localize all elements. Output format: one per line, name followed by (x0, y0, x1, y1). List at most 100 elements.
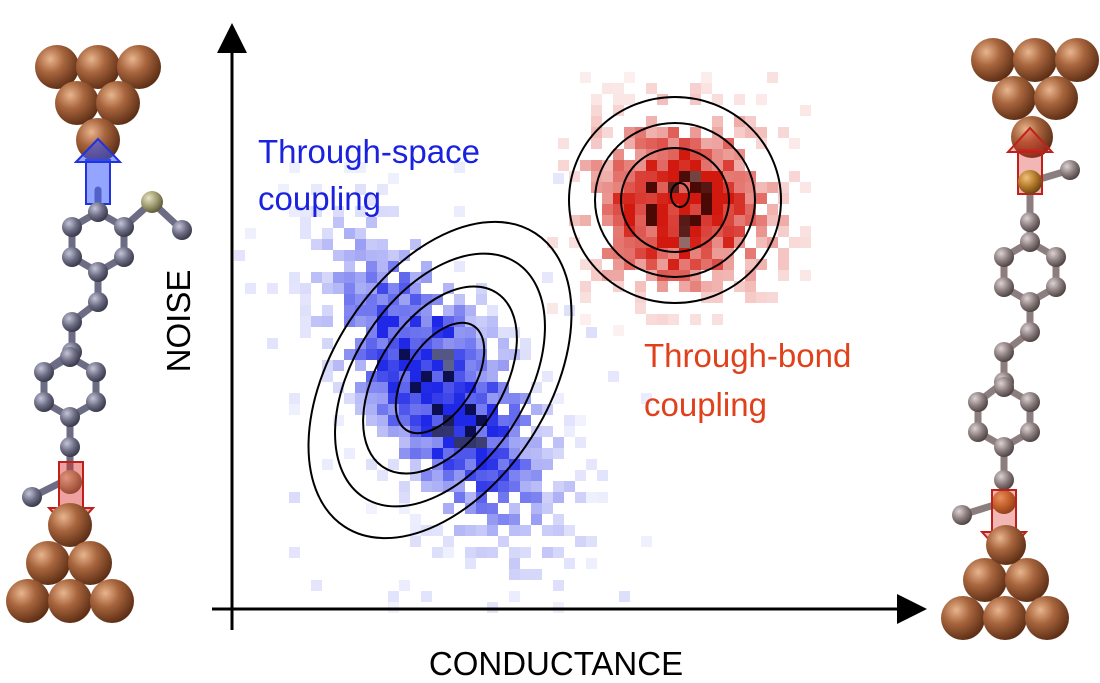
heatmap-cell (487, 514, 498, 525)
heatmap-cell (399, 415, 410, 426)
heatmap-cell (624, 138, 635, 149)
heatmap-cell (723, 149, 734, 160)
heatmap-cell (701, 259, 712, 270)
heatmap-cell (366, 415, 377, 426)
heatmap-cell (745, 215, 756, 226)
heatmap-cell (613, 325, 624, 336)
heatmap-cell (355, 360, 366, 371)
heatmap-cell (410, 415, 421, 426)
heatmap-cell (734, 127, 745, 138)
heatmap-cell (410, 305, 421, 316)
heatmap-cell (498, 393, 509, 404)
heatmap-cell (432, 547, 443, 558)
heatmap-cell (690, 314, 701, 325)
heatmap-cell (344, 272, 355, 283)
heatmap-cell (635, 138, 646, 149)
heatmap-cell (613, 160, 624, 171)
heatmap-cell (542, 371, 553, 382)
heatmap-cell (366, 316, 377, 327)
heatmap-cell (410, 470, 421, 481)
heatmap-cell (487, 382, 498, 393)
heatmap-cell (355, 250, 366, 261)
heatmap-cell (778, 127, 789, 138)
heatmap-cell (668, 160, 679, 171)
heatmap-cell (443, 536, 454, 547)
heatmap-cell (591, 127, 602, 138)
heatmap-cell (311, 239, 322, 250)
heatmap-cell (553, 547, 564, 558)
heatmap-cell (399, 393, 410, 404)
heatmap-cell (322, 239, 333, 250)
heatmap-cell (756, 292, 767, 303)
heatmap-cell (388, 305, 399, 316)
heatmap-cell (454, 261, 465, 272)
heatmap-cell (778, 226, 789, 237)
heatmap-cell (399, 492, 410, 503)
heatmap-cell (646, 314, 657, 325)
heatmap-cell (712, 237, 723, 248)
heatmap-cell (509, 415, 520, 426)
heatmap-cell (476, 503, 487, 514)
heatmap-cell (668, 259, 679, 270)
heatmap-cell (300, 217, 311, 228)
heatmap-cell (657, 138, 668, 149)
heatmap-cell (745, 292, 756, 303)
heatmap-cell (602, 83, 613, 94)
heatmap-cell (289, 206, 300, 217)
heatmap-cell (542, 492, 553, 503)
heatmap-cell (355, 184, 366, 195)
heatmap-cell (690, 171, 701, 182)
heatmap-cell (399, 382, 410, 393)
heatmap-cell (388, 360, 399, 371)
heatmap-cell (679, 248, 690, 259)
bottom-electrode-left (6, 503, 134, 623)
heatmap-cell (443, 481, 454, 492)
heatmap-cell (712, 248, 723, 259)
heatmap-cell (734, 193, 745, 204)
heatmap-cell (399, 272, 410, 283)
heatmap-cell (344, 250, 355, 261)
heatmap-cell (366, 239, 377, 250)
heatmap-cell (377, 360, 388, 371)
heatmap-cell (498, 426, 509, 437)
heatmap-cell (712, 270, 723, 281)
heatmap-cell (465, 492, 476, 503)
heatmap-cell (388, 404, 399, 415)
heatmap-cell (668, 149, 679, 160)
top-electrode-right (971, 38, 1099, 158)
heatmap-cell (410, 437, 421, 448)
heatmap-cell (789, 171, 800, 182)
heatmap-cell (322, 272, 333, 283)
heatmap-cell (355, 239, 366, 250)
heatmap-cell (344, 349, 355, 360)
heatmap-cell (245, 228, 256, 239)
heatmap-cell (624, 215, 635, 226)
heatmap-cell (712, 171, 723, 182)
heatmap-cell (377, 371, 388, 382)
heatmap-cell (800, 270, 811, 281)
heatmap-cell (646, 149, 657, 160)
heatmap-cell (443, 382, 454, 393)
heatmap-cell (624, 182, 635, 193)
heatmap-cell (509, 503, 520, 514)
heatmap-cell (377, 206, 388, 217)
heatmap-cell (520, 459, 531, 470)
heatmap-cell (690, 215, 701, 226)
heatmap-cell (333, 382, 344, 393)
heatmap-cell (635, 215, 646, 226)
heatmap-cell (366, 327, 377, 338)
heatmap-cell (355, 382, 366, 393)
heatmap-cell (443, 437, 454, 448)
contour-ring (620, 147, 730, 253)
heatmap-cell (646, 259, 657, 270)
heatmap-cell (454, 448, 465, 459)
heatmap-cell (432, 349, 443, 360)
heatmap-cell (756, 226, 767, 237)
heatmap-cell (580, 215, 591, 226)
heatmap-cell (498, 382, 509, 393)
heatmap-cell (498, 459, 509, 470)
heatmap-cell (531, 514, 542, 525)
heatmap-cell (487, 437, 498, 448)
heatmap-cell (690, 204, 701, 215)
